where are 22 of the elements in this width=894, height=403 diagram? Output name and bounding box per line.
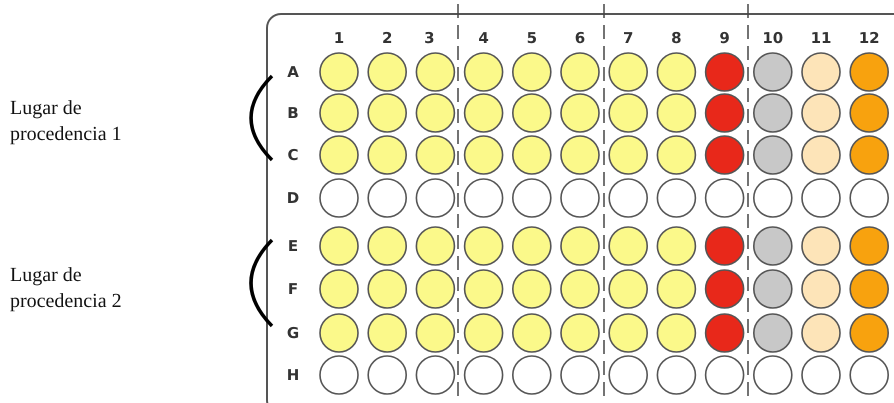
column-number: 10	[762, 29, 784, 47]
group-label: Lugar de procedencia 2	[10, 263, 123, 314]
row-letter: E	[288, 237, 298, 255]
row-letter: D	[286, 189, 300, 207]
row-letter: C	[288, 146, 298, 164]
column-number: 9	[719, 29, 730, 47]
column-number: 5	[526, 29, 538, 47]
row-letter: G	[286, 324, 300, 342]
column-number: 12	[858, 29, 880, 47]
column-number: 11	[810, 29, 832, 47]
group-label: Lugar de procedencia 1	[10, 96, 123, 147]
column-number: 1	[334, 29, 344, 47]
column-number: 3	[424, 29, 435, 47]
column-number: 6	[574, 29, 586, 47]
column-number: 4	[478, 29, 489, 47]
row-letter: B	[287, 104, 299, 122]
row-letter: F	[288, 280, 298, 298]
column-number: 2	[382, 29, 392, 47]
column-number: 7	[622, 29, 634, 47]
column-number: 8	[671, 29, 682, 47]
row-letter: H	[286, 366, 300, 384]
row-letter: A	[287, 63, 299, 81]
